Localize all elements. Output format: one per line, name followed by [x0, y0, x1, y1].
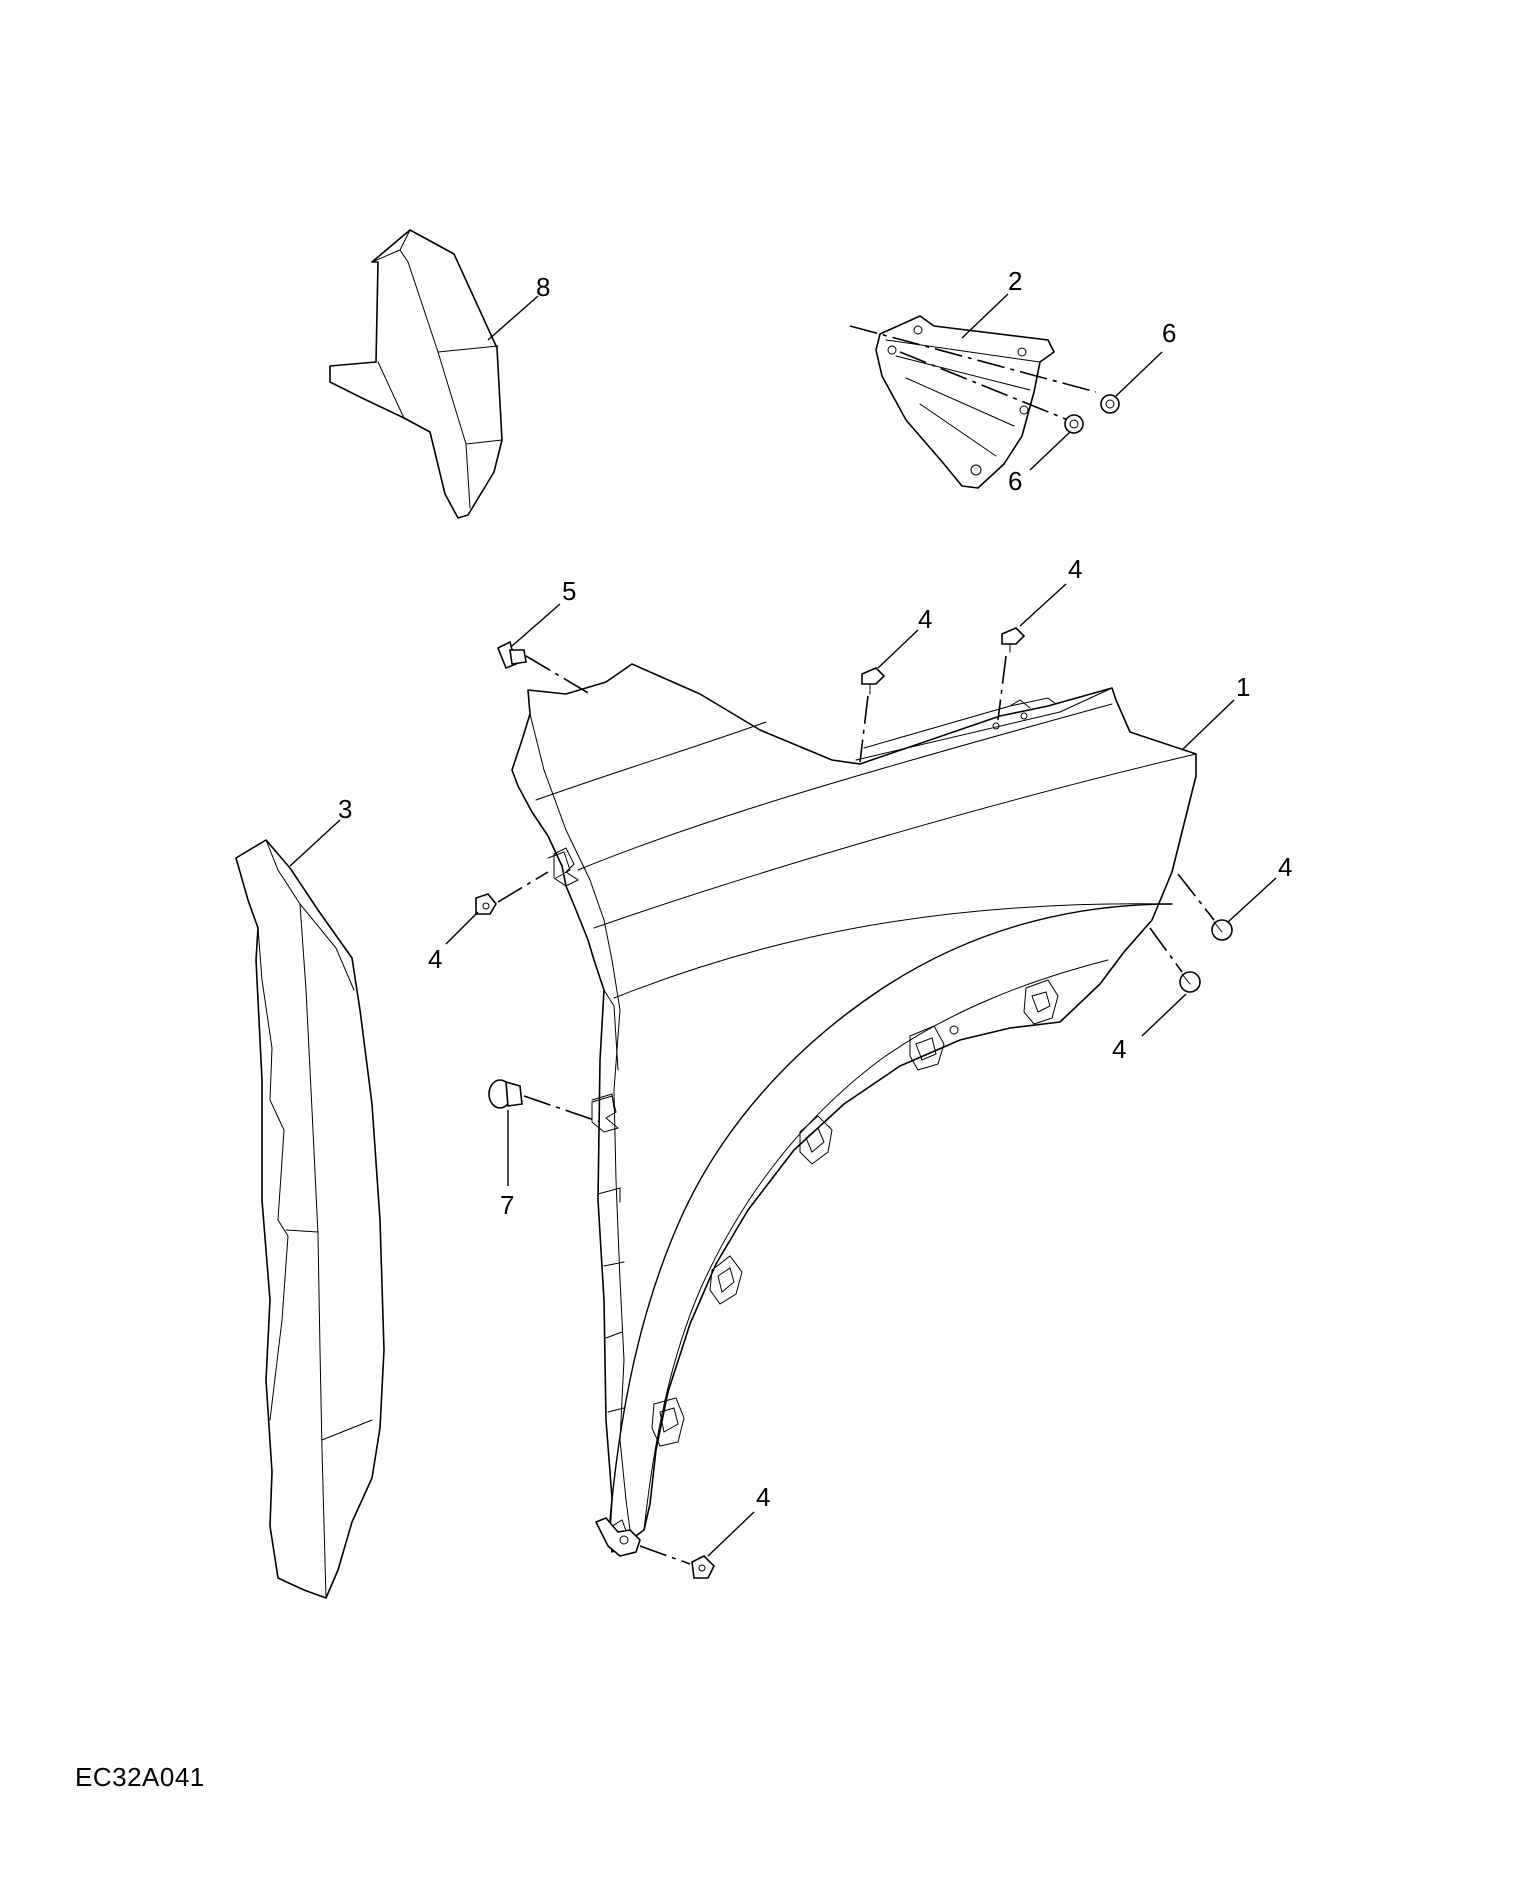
part-5-push-rivet[interactable] — [496, 640, 527, 670]
callout-7: 7 — [500, 1190, 514, 1220]
callout-4-top-right: 4 — [1068, 554, 1082, 584]
leader-5 — [511, 603, 561, 647]
part-4-screw-top-middle[interactable] — [861, 667, 886, 695]
fixing-line-clip-right-lower — [1149, 927, 1183, 973]
fender-tab-left — [553, 847, 579, 887]
callout-4-left: 4 — [428, 944, 442, 974]
part-7-grommet[interactable] — [488, 1079, 523, 1109]
callout-4-right-upper: 4 — [1278, 852, 1292, 882]
leader-2 — [961, 293, 1009, 339]
part-4-screw-left[interactable] — [475, 893, 497, 915]
callout-1: 1 — [1236, 672, 1250, 702]
callout-8: 8 — [536, 272, 550, 302]
callout-5: 5 — [562, 576, 576, 606]
fixing-line-clip-right-upper — [1177, 873, 1215, 921]
part-1-fender[interactable] — [511, 663, 1197, 1557]
figure-code: EC32A041 — [75, 1762, 205, 1792]
leader-4-top-middle — [877, 629, 919, 669]
fender-tab-grommet — [591, 1095, 620, 1133]
leader-8 — [487, 295, 539, 341]
fixing-line-screw-top-middle — [859, 695, 869, 763]
leader-4-bottom — [707, 1511, 755, 1557]
leader-4-right-lower — [1141, 993, 1187, 1037]
part-3-insulator[interactable] — [235, 839, 385, 1599]
leader-4-top-right — [1019, 583, 1067, 627]
callout-4-right-lower: 4 — [1112, 1034, 1126, 1064]
fixing-line-bracket-lower — [899, 351, 1069, 421]
callout-6-lower: 6 — [1008, 466, 1022, 496]
callout-2: 2 — [1008, 266, 1022, 296]
leader-4-right-upper — [1227, 877, 1277, 923]
fixing-line-screw-bottom — [639, 1545, 691, 1565]
callout-3: 3 — [338, 794, 352, 824]
part-4-screw-bottom[interactable] — [691, 1555, 715, 1579]
part-4-screw-top-right[interactable] — [1001, 627, 1026, 653]
part-6-nut-upper[interactable] — [1100, 394, 1120, 414]
fixing-line-rivet — [525, 655, 591, 695]
part-6-nut-lower[interactable] — [1064, 414, 1084, 434]
leader-1 — [1181, 699, 1235, 751]
fixing-line-bracket-upper — [849, 325, 1097, 393]
part-4-clip-right-lower[interactable] — [1179, 971, 1201, 993]
callout-4-top-middle: 4 — [918, 604, 932, 634]
part-2-bracket[interactable] — [875, 315, 1055, 489]
part-8-liner[interactable] — [329, 229, 503, 519]
fixing-line-screw-top-right — [997, 655, 1007, 721]
leader-6-upper — [1115, 351, 1163, 397]
part-4-clip-right-upper[interactable] — [1211, 919, 1233, 941]
fixing-line-screw-left — [497, 871, 549, 903]
leader-3 — [289, 819, 341, 867]
fixing-line-grommet — [523, 1095, 601, 1123]
leader-6-lower — [1029, 431, 1071, 471]
leader-4-left — [445, 911, 479, 945]
callout-6-upper: 6 — [1162, 318, 1176, 348]
callout-4-bottom: 4 — [756, 1482, 770, 1512]
